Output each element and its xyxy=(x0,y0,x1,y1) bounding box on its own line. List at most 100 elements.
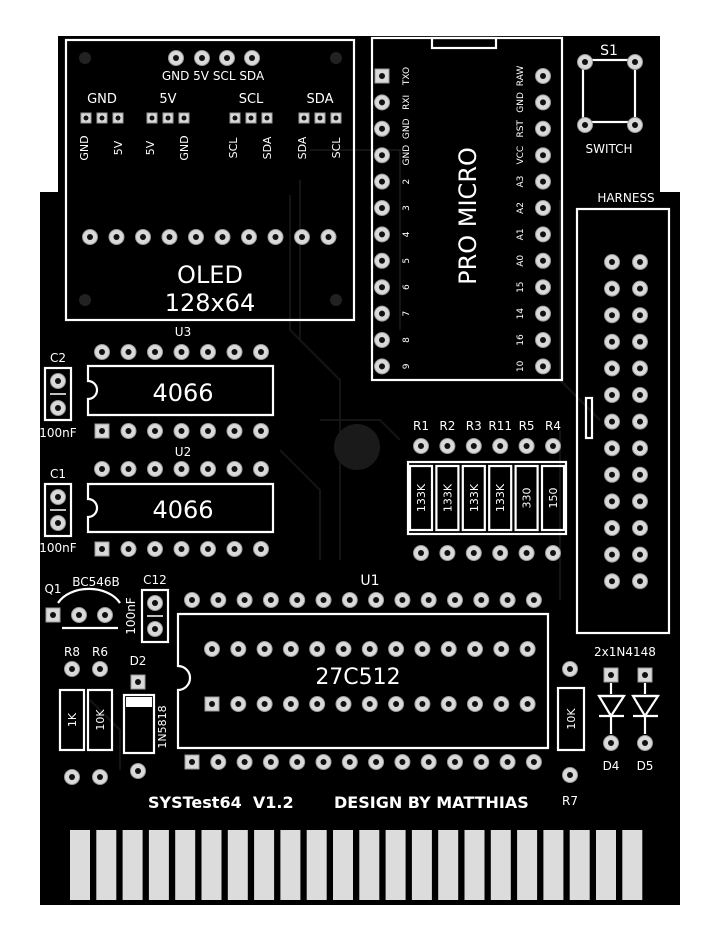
pro-micro-right-pin-label: VCC xyxy=(516,146,526,165)
harness-pin-pad xyxy=(604,254,620,270)
edge-finger xyxy=(464,830,485,900)
pro-micro-pin-pad xyxy=(535,279,551,296)
ic-u3: U3 4066 xyxy=(86,325,275,439)
harness-pin-pad xyxy=(632,520,648,536)
u1-socket-pad xyxy=(210,754,227,770)
pro-micro-pin-pad xyxy=(374,94,390,111)
u1-pin-pad xyxy=(309,641,326,657)
resistor-pad xyxy=(465,545,482,561)
copper-traces xyxy=(89,149,601,770)
u1-socket-pad xyxy=(262,592,279,608)
resistor-body xyxy=(540,464,566,532)
u1-socket-pad xyxy=(315,592,332,608)
pro-micro-pin-pad xyxy=(535,120,551,137)
edge-finger xyxy=(175,830,196,900)
u1-pin-pad xyxy=(493,641,510,657)
harness-pin-pad xyxy=(604,387,620,403)
oled-header-labels: GND 5V SCL SDA xyxy=(162,69,265,83)
pro-micro-pin-pad xyxy=(374,120,390,137)
harness-pin-pad xyxy=(632,413,648,430)
jumper-pad xyxy=(162,112,174,124)
ic-pin-pad xyxy=(173,423,190,439)
jumper-pad xyxy=(314,112,326,124)
d4-ref: D4 xyxy=(603,759,620,773)
d2-ref: D2 xyxy=(130,654,147,668)
u3-ref: U3 xyxy=(175,325,191,339)
pro-micro-right-pin-label: A3 xyxy=(516,176,526,188)
edge-finger xyxy=(280,830,301,900)
edge-finger xyxy=(385,830,406,900)
resistor-pad xyxy=(518,438,535,454)
edge-finger xyxy=(333,830,353,900)
harness-pin-pad xyxy=(604,360,620,377)
ic-pin-pad xyxy=(200,541,216,557)
oled-jumper-pin-label: 5V xyxy=(112,140,125,155)
board-outline xyxy=(40,36,680,905)
resistor-pad xyxy=(413,545,429,561)
pro-micro-pin-pad xyxy=(374,252,390,269)
edge-finger xyxy=(254,830,275,900)
u1-pin-pad xyxy=(361,641,378,657)
edge-finger xyxy=(622,830,643,900)
ic-pin-pad xyxy=(253,461,269,477)
c1-value: 100nF xyxy=(39,541,77,555)
ic-pin-pad xyxy=(226,461,243,477)
q1-ref: Q1 xyxy=(44,582,61,596)
diodes-value: 2x1N4148 xyxy=(594,645,656,659)
pro-micro-pin-pad xyxy=(535,332,551,348)
ic-pin-pad xyxy=(94,344,110,360)
oled-jumper-title: SCL xyxy=(239,92,264,107)
resistor-pad xyxy=(439,438,456,454)
ic-pin-pad xyxy=(226,541,243,557)
harness-pin-pad xyxy=(604,573,620,590)
resistor-body xyxy=(435,464,460,532)
u1-pin-pad xyxy=(256,696,273,712)
pro-micro-pin-pad xyxy=(535,226,551,243)
harness-pin-pad xyxy=(632,280,648,297)
oled-header-pad xyxy=(244,50,260,66)
board-name: SYSTest64 V1.2 xyxy=(148,793,294,812)
c2-value: 100nF xyxy=(39,426,77,440)
harness-pin-pad xyxy=(632,493,648,510)
ic-pin-pad xyxy=(226,423,243,439)
resistor-value: 133K xyxy=(494,483,507,512)
jumper-pad xyxy=(245,112,257,124)
oled-header-pad xyxy=(168,50,184,66)
ic-pin-pad xyxy=(94,423,110,439)
pro-micro-right-pin-label: A2 xyxy=(516,202,526,214)
pro-micro-right-pin-label: RST xyxy=(516,120,526,138)
oled-pin-pad xyxy=(161,229,178,245)
u1-socket-pad xyxy=(210,592,227,608)
oled-jumper-title: GND xyxy=(87,92,117,107)
u1-socket-pad xyxy=(394,754,411,770)
oled-jumper-pin-label: SDA xyxy=(296,136,309,159)
u1-socket-pad xyxy=(236,592,253,608)
u1-pin-pad xyxy=(335,641,352,657)
pro-micro-pin-pad xyxy=(374,147,390,164)
u1-pin-pad xyxy=(204,641,220,657)
pro-micro-pin-pad xyxy=(374,358,390,375)
jumper-pad xyxy=(96,112,108,124)
d5-ref: D5 xyxy=(637,759,654,773)
harness-connector: HARNESS xyxy=(575,191,671,635)
edge-finger xyxy=(569,830,590,900)
u1-pin-pad xyxy=(493,696,510,712)
u1-pin-pad xyxy=(519,641,536,657)
oled-pin-pad xyxy=(135,229,151,245)
pro-micro-pin-pad xyxy=(535,68,551,84)
jumper-pad xyxy=(146,112,158,124)
pro-micro-right-pin-label: RAW xyxy=(516,66,526,87)
edge-connector xyxy=(70,830,643,900)
pro-micro-left-pin-label: 8 xyxy=(402,337,412,343)
ic-pin-pad xyxy=(173,541,190,557)
harness-pin-pad xyxy=(604,307,620,324)
u1-pin-pad xyxy=(440,641,457,657)
u1-pin-pad xyxy=(414,641,431,657)
pro-micro-right-pin-label: A0 xyxy=(516,255,526,267)
u1-pin-pad xyxy=(388,641,405,657)
u1-pin-pad xyxy=(335,696,352,712)
pro-micro-pin-pad xyxy=(535,252,551,269)
pro-micro-pin-pad xyxy=(374,68,390,84)
pro-micro-pin-pad xyxy=(374,173,390,190)
diodes-d4-d5: 2x1N4148 D4 D5 xyxy=(594,645,661,773)
